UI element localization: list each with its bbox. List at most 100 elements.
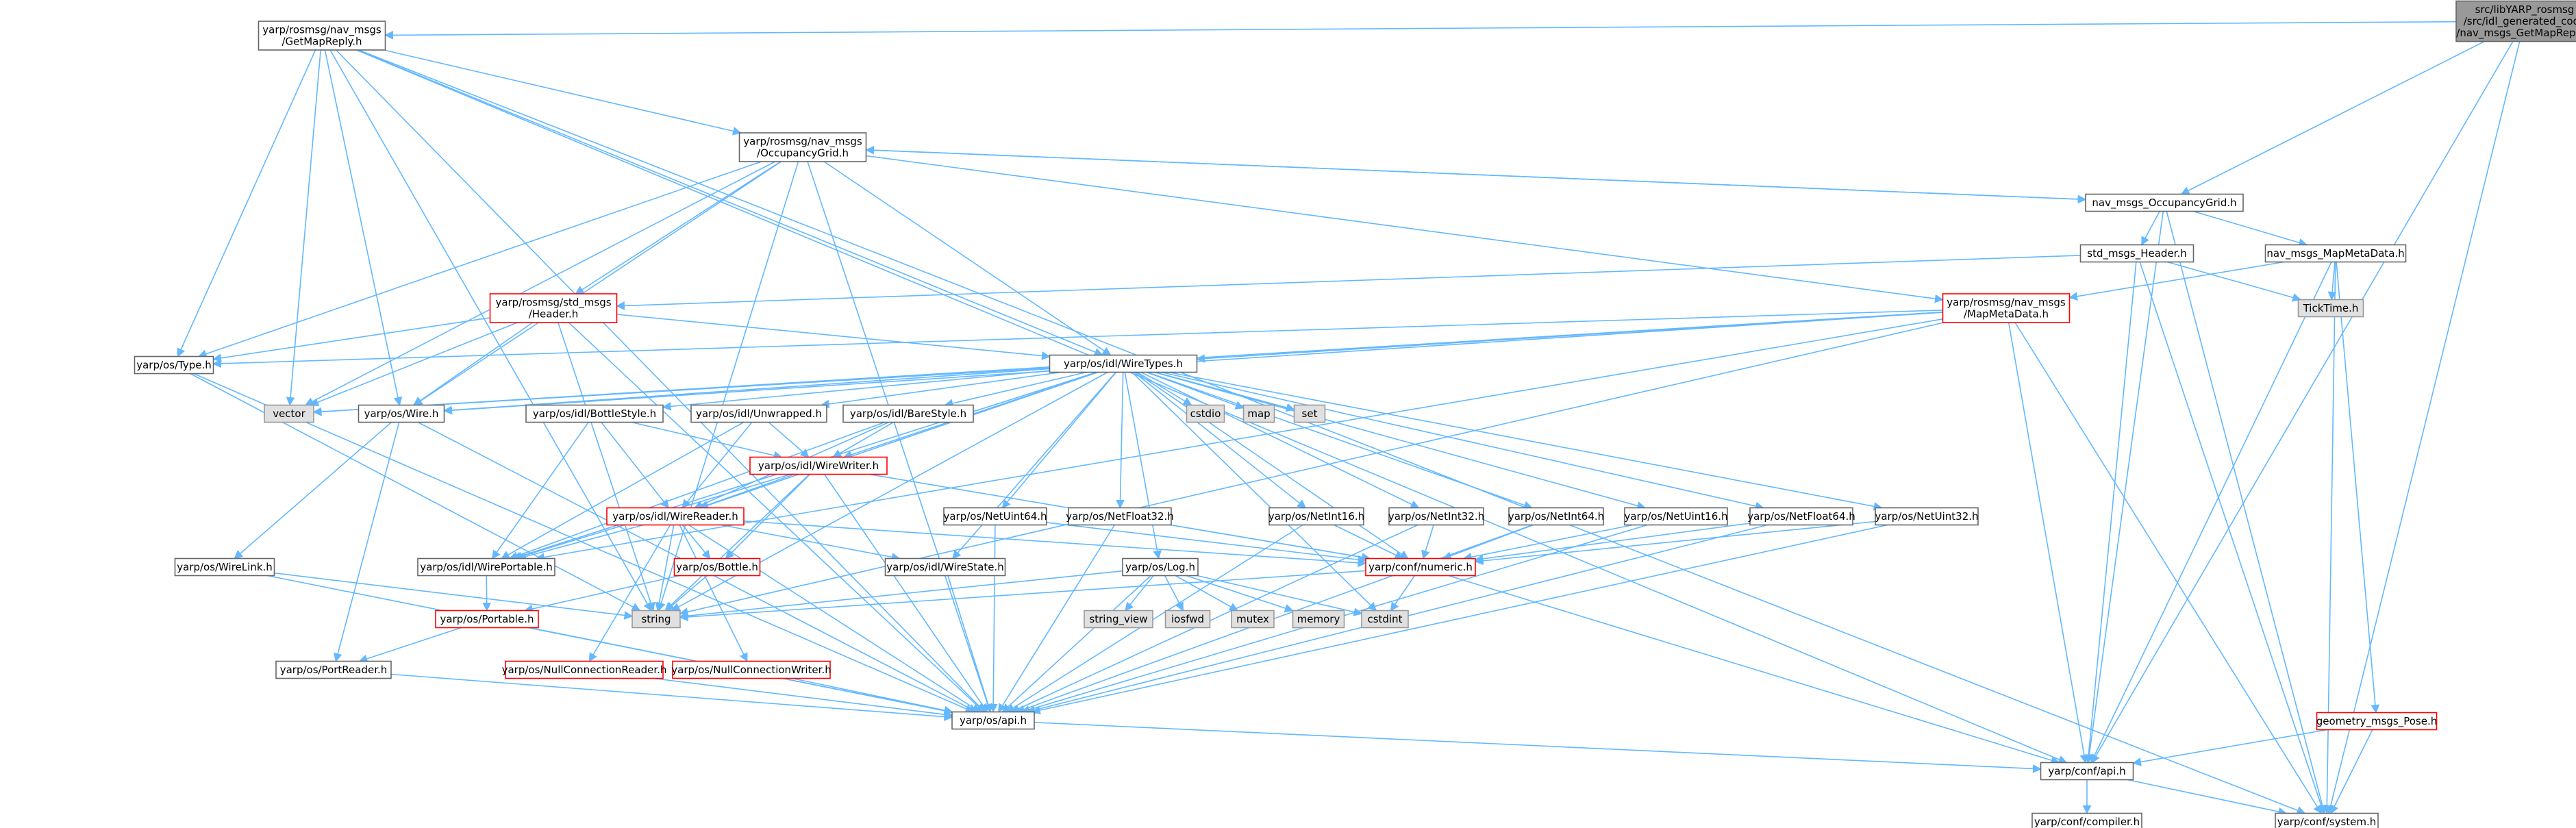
edge-netuint16-to-numeric [1462,524,1634,562]
edge-root-to-navocc [2180,40,2485,195]
edge-netuint64-to-numeric [1046,522,1367,564]
edge-getmapreply-to-string [329,49,652,612]
node-navmeta[interactable]: nav_msgs_MapMetaData.h [2264,244,2407,263]
node-box [672,660,831,679]
edge-wirereader-to-numeric [743,520,1367,568]
node-bottlestyle[interactable]: yarp/os/idl/BottleStyle.h [525,404,664,423]
edge-rosmeta-to-system [2014,322,2322,814]
edge-rosmeta-to-wireportable [536,318,1943,562]
node-occgrid[interactable]: yarp/rosmsg/nav_msgs/OccupancyGrid.h [738,132,867,162]
node-getmapreply[interactable]: yarp/rosmsg/nav_msgs/GetMapReply.h [258,21,386,51]
node-bottle[interactable]: yarp/os/Bottle.h [673,557,761,577]
node-mutex[interactable]: mutex [1231,610,1275,629]
node-label: yarp/os/NetInt16.h [1268,510,1364,523]
node-netint32[interactable]: yarp/os/NetInt32.h [1388,507,1484,526]
node-label: yarp/os/NetInt64.h [1508,510,1604,523]
node-netuint16[interactable]: yarp/os/NetUint16.h [1624,507,1728,526]
node-box [358,404,445,423]
node-string_view[interactable]: string_view [1084,610,1153,629]
node-vector[interactable]: vector [264,404,314,423]
node-iosfwd[interactable]: iosfwd [1164,610,1211,629]
node-string[interactable]: string [632,610,681,629]
node-type[interactable]: yarp/os/Type.h [134,355,214,375]
edge-barestyle-to-wirewriter [832,421,894,458]
node-box [1186,404,1225,423]
node-portreader[interactable]: yarp/os/PortReader.h [275,660,392,679]
node-nullconnreader[interactable]: yarp/os/NullConnectionReader.h [502,660,667,679]
node-memory[interactable]: memory [1292,610,1345,629]
node-label: /nav_msgs_GetMapReply.h [2456,27,2576,40]
edge-netuint64-to-osapi [988,525,998,713]
node-netfloat32[interactable]: yarp/os/NetFloat32.h [1066,507,1174,526]
node-wiretypes[interactable]: yarp/os/idl/WireTypes.h [1049,354,1198,373]
edge-wiretypes-to-barestyle [944,371,1087,408]
edge-log-to-string [679,570,1123,620]
node-barestyle[interactable]: yarp/os/idl/BareStyle.h [842,404,974,423]
node-label: yarp/os/NullConnectionWriter.h [671,664,831,676]
edge-wirestate-to-osapi [947,575,992,713]
node-label: /src/idl_generated_code [2464,15,2576,28]
node-label: yarp/os/Wire.h [364,407,439,420]
node-netfloat64[interactable]: yarp/os/NetFloat64.h [1747,507,1855,526]
node-portable[interactable]: yarp/os/Portable.h [435,610,539,629]
node-label: set [1302,407,1318,420]
node-ticktime[interactable]: TickTime.h [2297,299,2364,318]
node-wirewriter[interactable]: yarp/os/idl/WireWriter.h [749,456,888,475]
edge-root-to-system [2326,41,2521,814]
node-osapi[interactable]: yarp/os/api.h [951,711,1035,730]
node-label: yarp/os/idl/WireWriter.h [758,460,879,472]
node-rosheader[interactable]: yarp/rosmsg/std_msgs/Header.h [489,293,618,323]
node-label: /OccupancyGrid.h [757,147,849,160]
node-nullconnwriter[interactable]: yarp/os/NullConnectionWriter.h [671,660,831,679]
node-box [505,660,664,679]
node-system[interactable]: yarp/conf/system.h [2275,812,2379,828]
node-netuint64[interactable]: yarp/os/NetUint64.h [943,507,1047,526]
edge-occgrid-to-type [197,161,762,358]
node-netuint32[interactable]: yarp/os/NetUint32.h [1875,507,1979,526]
node-cstdio[interactable]: cstdio [1186,404,1225,423]
node-geopose[interactable]: geometry_msgs_Pose.h [2316,712,2438,731]
edge-barestyle-to-wireportable [509,421,885,560]
edge-wiretypes-to-bottlestyle [662,370,1050,411]
node-unwrapped[interactable]: yarp/os/idl/Unwrapped.h [690,404,827,423]
node-box [1293,404,1326,423]
node-box [1361,610,1409,629]
node-box [2297,299,2364,318]
node-label: mutex [1236,613,1269,625]
node-confapi[interactable]: yarp/conf/api.h [2040,762,2134,781]
node-box [1942,293,2071,323]
node-cstdint[interactable]: cstdint [1361,610,1409,629]
node-wirelink[interactable]: yarp/os/WireLink.h [174,557,275,577]
node-rosmeta[interactable]: yarp/rosmsg/nav_msgs/MapMetaData.h [1942,293,2071,323]
node-root[interactable]: src/libYARP_rosmsg/src/idl_generated_cod… [2455,0,2576,42]
edge-navmeta-to-system [2322,262,2336,814]
node-netint64[interactable]: yarp/os/NetInt64.h [1508,507,1604,526]
node-numeric[interactable]: yarp/conf/numeric.h [1365,557,1476,577]
node-wirereader[interactable]: yarp/os/idl/WireReader.h [606,507,745,526]
node-box [2455,0,2576,42]
node-label: yarp/conf/numeric.h [1368,561,1473,573]
node-label: yarp/conf/api.h [2048,765,2125,777]
node-set[interactable]: set [1293,404,1326,423]
node-netint16[interactable]: yarp/os/NetInt16.h [1268,507,1364,526]
node-navocc[interactable]: nav_msgs_OccupancyGrid.h [2085,193,2244,212]
node-wirestate[interactable]: yarp/os/idl/WireState.h [884,557,1006,577]
node-box [1122,557,1199,577]
node-wireportable[interactable]: yarp/os/idl/WirePortable.h [417,557,555,577]
node-box [842,404,974,423]
node-box [1508,507,1604,526]
node-wire[interactable]: yarp/os/Wire.h [358,404,445,423]
node-stdheader[interactable]: std_msgs_Header.h [2079,244,2194,263]
node-box [264,404,314,423]
node-map[interactable]: map [1242,404,1275,423]
node-label: yarp/os/NetFloat64.h [1747,510,1855,523]
node-label: string_view [1089,613,1147,626]
node-label: yarp/rosmsg/nav_msgs [743,136,862,149]
node-log[interactable]: yarp/os/Log.h [1122,557,1199,577]
node-compiler[interactable]: yarp/conf/compiler.h [2031,812,2142,828]
node-box [1049,354,1198,373]
node-box [1242,404,1275,423]
node-label: /GetMapReply.h [282,36,362,48]
edge-log-to-cstdint [1197,575,1363,616]
edge-bottle-to-portable [524,575,679,614]
